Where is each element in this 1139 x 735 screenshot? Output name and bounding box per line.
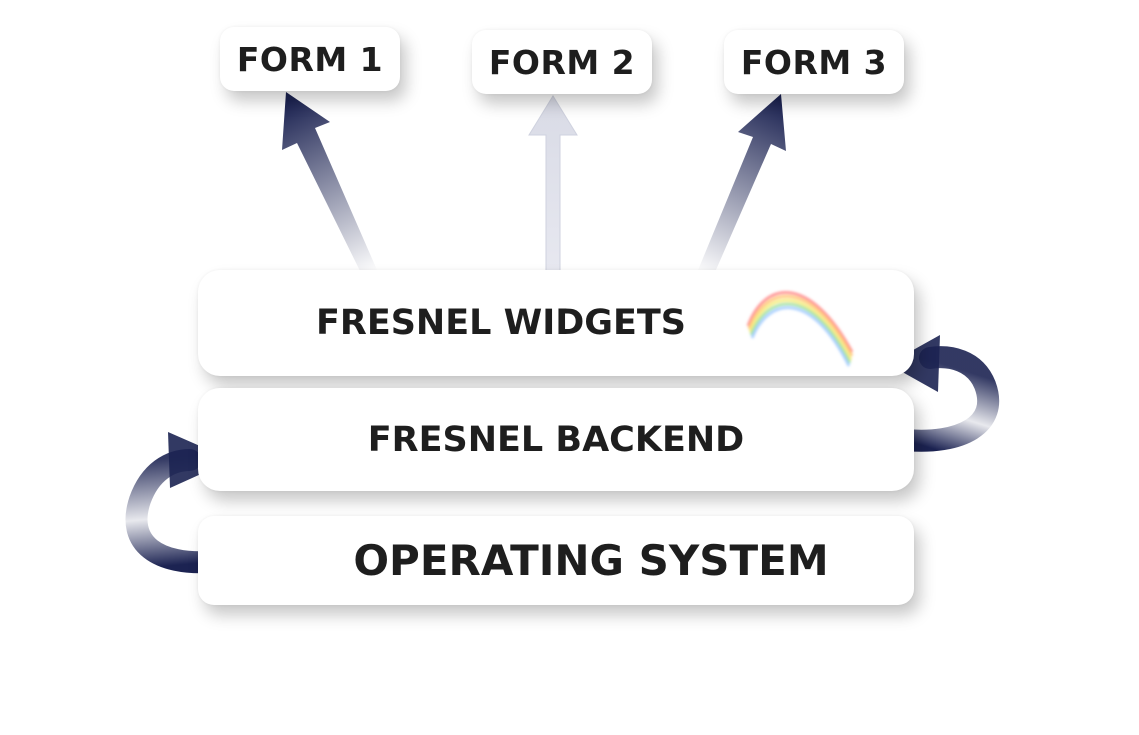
form-1-label: FORM 1 — [236, 39, 384, 79]
fresnel-widgets-layer: FRESNEL WIDGETS — [198, 270, 914, 376]
arrow-up-icon — [282, 92, 377, 275]
operating-system-label: OPERATING SYSTEM — [353, 536, 829, 585]
fresnel-backend-label: FRESNEL BACKEND — [367, 419, 745, 460]
fresnel-widgets-label: FRESNEL WIDGETS — [315, 303, 687, 343]
arrow-up-icon — [696, 94, 786, 279]
curved-arrow-icon — [888, 335, 1000, 452]
form-1-box: FORM 1 — [220, 27, 400, 91]
arrow-up-icon — [528, 95, 578, 279]
form-2-label: FORM 2 — [488, 42, 636, 82]
fresnel-backend-layer: FRESNEL BACKEND — [198, 388, 914, 491]
form-2-box: FORM 2 — [472, 30, 652, 94]
form-3-box: FORM 3 — [724, 30, 904, 94]
form-3-label: FORM 3 — [740, 42, 888, 82]
operating-system-layer: OPERATING SYSTEM — [198, 516, 914, 605]
